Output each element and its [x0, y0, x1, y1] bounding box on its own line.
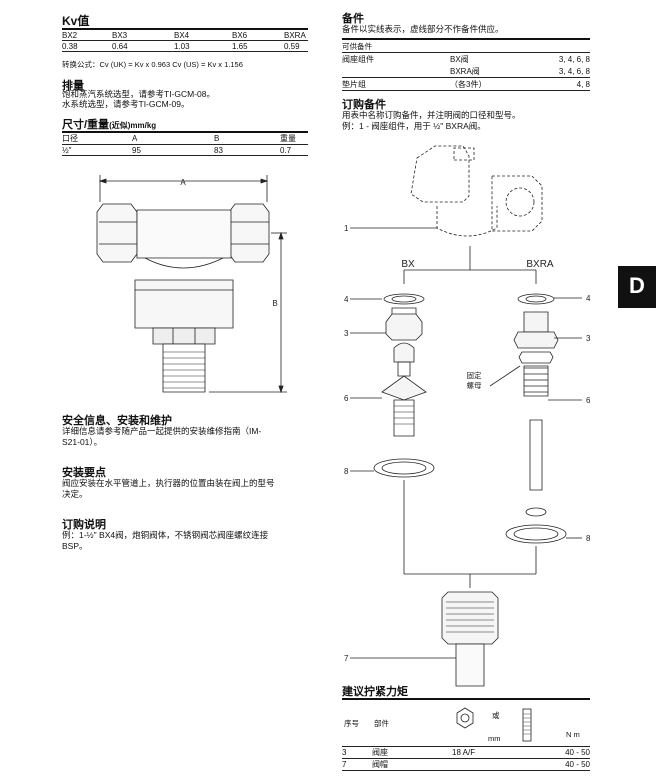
spares-order-line-1: 用表中名称订购备件，并注明阀的口径和型号。 [342, 110, 521, 120]
kv-header-bx6: BX6 [232, 30, 248, 40]
torque-row-1-size: 18 A/F [452, 748, 476, 757]
kv-value-bx4: 1.03 [174, 41, 190, 51]
torque-row-2-size [452, 759, 552, 771]
dims-cell-b: 83 [214, 145, 223, 155]
torque-rule [342, 698, 590, 700]
spares-row-2-parts: 3, 4, 6, 8 [558, 66, 590, 76]
spares-available: 可供备件 [342, 42, 372, 51]
torque-header-part: 部件 [374, 719, 389, 728]
callout-4-left: 4 [344, 295, 349, 304]
torque-header-row: 序号 部件 或 mm N m [342, 700, 590, 747]
torque-table: 3 阀座 18 A/F 40 - 50 7 阀帽 40 - 50 [342, 747, 590, 771]
safety-title: 安全信息、安装和维护 [62, 415, 172, 427]
torque-row-2-nm: 40 - 50 [565, 760, 590, 769]
torque-row-1-no: 3 [342, 748, 347, 757]
dimension-a-label: A [180, 178, 186, 187]
install-line-2: 决定。 [62, 489, 88, 499]
dims-header-weight: 重量 [280, 134, 296, 143]
torque-row-2-no: 7 [342, 760, 347, 769]
callout-4-right: 4 [586, 294, 591, 303]
kv-header-bx2: BX2 [62, 30, 78, 40]
torque-row-2-part: 阀帽 [372, 760, 388, 769]
dims-rule [62, 131, 308, 133]
dims-title-main: 尺寸/重量 [62, 119, 110, 131]
spares-table: 阀座组件 BX阀 3, 4, 6, 8 BXRA阀 3, 4, 6, 8 垫片组… [342, 53, 590, 91]
dims-cell-weight: 0.7 [280, 145, 292, 155]
bolt-icon [522, 708, 532, 742]
install-title: 安装要点 [62, 467, 106, 479]
install-line-1: 阀应安装在水平管道上，执行器的位置由装在阀上的型号 [62, 478, 275, 488]
spares-row-3-name: 垫片组 [342, 79, 366, 89]
safety-line-1: 详细信息请参考随产品一起提供的安装维修指南（IM- [62, 426, 262, 436]
dims-header-a: A [132, 134, 138, 143]
torque-header-or: 或 [492, 711, 500, 720]
callout-3-left: 3 [344, 329, 349, 338]
spares-row-2-name [342, 65, 450, 78]
kv-value-bx6: 1.65 [232, 41, 248, 51]
ordering-line-1: 例：1-½" BX4阀，炮铜阀体，不锈钢阀芯阀座螺纹连接 [62, 530, 269, 540]
spares-order-line-2: 例：1 - 阀座组件，用于 ½" BXRA阀。 [342, 121, 486, 131]
label-bxra: BXRA [526, 259, 554, 270]
torque-title: 建议拧紧力矩 [342, 686, 408, 698]
spares-rule [342, 38, 590, 40]
callout-1: 1 [344, 224, 349, 233]
callout-8-left: 8 [344, 467, 349, 476]
drain-line-2: 水系统选型，请参考TI-GCM-09。 [62, 99, 190, 109]
spares-order-title: 订购备件 [342, 99, 386, 111]
kv-table: BX2 BX3 BX4 BX6 BXRA 0.38 0.64 1.03 1.65… [62, 30, 308, 52]
ordering-line-2: BSP。 [62, 541, 88, 551]
torque-row-1-part: 阀座 [372, 748, 388, 757]
torque-header-no: 序号 [344, 719, 359, 728]
callout-6-left: 6 [344, 394, 349, 403]
callout-6-right: 6 [586, 396, 591, 405]
dims-cell-size: ½" [62, 145, 72, 155]
torque-row-1-nm: 40 - 50 [565, 748, 590, 757]
trap-dimension-drawing: A B [96, 175, 287, 394]
label-bx: BX [401, 259, 415, 270]
ordering-title: 订购说明 [62, 519, 106, 531]
callout-7: 7 [344, 654, 349, 663]
kv-title: Kv值 [62, 14, 90, 28]
dimension-b-label: B [272, 299, 277, 308]
section-tab-d: D [618, 266, 656, 308]
spares-subtitle: 备件以实线表示，虚线部分不作备件供应。 [342, 24, 504, 34]
dims-title-small: (近似)mm/kg [109, 121, 157, 130]
drain-line-1: 饱和蒸汽系统选型，请参考TI-GCM-08。 [62, 89, 216, 99]
exploded-spares-drawing: BX BXRA 固定 螺母 1 4 4 3 3 6 6 8 8 7 [344, 145, 591, 687]
torque-header-nm: N m [566, 730, 580, 739]
kv-header-bx3: BX3 [112, 30, 128, 40]
dims-table: 口径 A B 重量 ½" 95 83 0.7 [62, 133, 308, 156]
kv-conversion: 转换公式：Cv (UK) = Kv x 0.963 Cv (US) = Kv x… [62, 60, 243, 69]
fixed-nut-label-2: 螺母 [467, 380, 482, 390]
spares-row-1-model: BX阀 [450, 54, 469, 64]
torque-header-mm: mm [488, 734, 501, 743]
kv-value-bx3: 0.64 [112, 41, 128, 51]
kv-rule [62, 28, 308, 30]
safety-line-2: S21-01）。 [62, 437, 103, 447]
spares-row-1-parts: 3, 4, 6, 8 [558, 54, 590, 64]
callout-3-right: 3 [586, 334, 591, 343]
callout-8-right: 8 [586, 534, 591, 543]
kv-header-bxra: BXRA [284, 30, 306, 40]
spares-title: 备件 [342, 13, 364, 25]
hex-nut-icon [456, 707, 474, 729]
kv-value-bx2: 0.38 [62, 41, 78, 51]
spares-row-2-model: BXRA阀 [450, 66, 480, 76]
dims-header-b: B [214, 134, 220, 143]
drain-title: 排量 [62, 80, 84, 92]
kv-value-bxra: 0.59 [284, 41, 300, 51]
spares-rule-2 [342, 52, 590, 53]
dims-cell-a: 95 [132, 145, 141, 155]
spares-row-1-name: 阀座组件 [342, 55, 374, 64]
spares-row-3-model: （各3件） [450, 79, 487, 89]
kv-header-bx4: BX4 [174, 30, 190, 40]
fixed-nut-label-1: 固定 [467, 370, 482, 380]
spares-row-3-parts: 4, 8 [576, 79, 590, 89]
dims-header-size: 口径 [62, 134, 78, 143]
dims-title: 尺寸/重量(近似)mm/kg [62, 116, 156, 132]
